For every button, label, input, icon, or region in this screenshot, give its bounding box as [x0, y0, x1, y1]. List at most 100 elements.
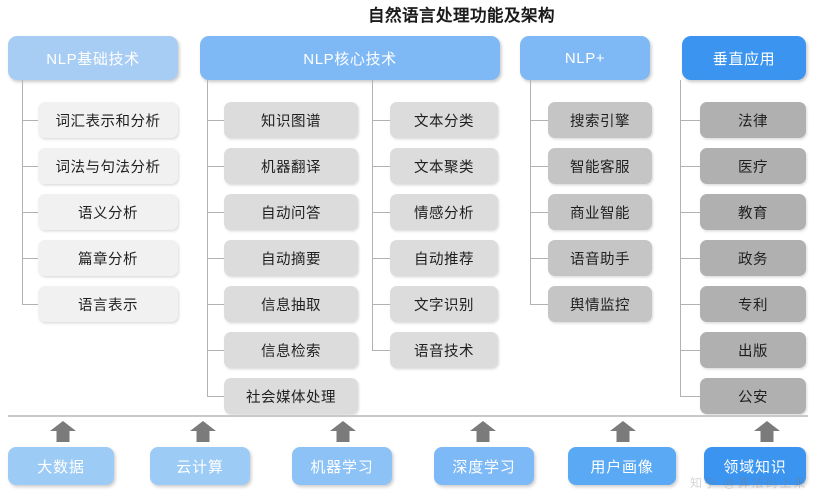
- node-vertical-app-3[interactable]: 政务: [700, 240, 806, 276]
- connector-branch: [680, 304, 700, 305]
- foundation-item-0[interactable]: 大数据: [8, 447, 114, 485]
- node-nlp-core-a-1[interactable]: 机器翻译: [224, 148, 358, 184]
- connector-branch: [207, 304, 224, 305]
- node-label: 智能客服: [570, 159, 630, 176]
- column-header-label: 垂直应用: [712, 50, 776, 68]
- node-vertical-app-0[interactable]: 法律: [700, 102, 806, 138]
- node-label: 法律: [738, 113, 768, 130]
- node-vertical-app-5[interactable]: 出版: [700, 332, 806, 368]
- node-label: 语音助手: [570, 251, 630, 268]
- node-vertical-app-4[interactable]: 专利: [700, 286, 806, 322]
- page-title: 自然语言处理功能及架构: [0, 2, 819, 26]
- connector-trunk-vertical-app: [680, 80, 681, 396]
- node-label: 文本聚类: [414, 159, 474, 176]
- connector-branch: [22, 258, 38, 259]
- node-nlp-core-b-1[interactable]: 文本聚类: [390, 148, 498, 184]
- node-nlp-core-b-4[interactable]: 文字识别: [390, 286, 498, 322]
- foundation-item-label: 领域知识: [723, 458, 787, 476]
- node-nlp-basic-0[interactable]: 词汇表示和分析: [38, 102, 178, 138]
- node-label: 出版: [738, 343, 768, 360]
- node-label: 语音技术: [414, 343, 474, 360]
- node-nlp-basic-1[interactable]: 词法与句法分析: [38, 148, 178, 184]
- node-vertical-app-2[interactable]: 教育: [700, 194, 806, 230]
- node-label: 文本分类: [414, 113, 474, 130]
- connector-branch: [372, 304, 390, 305]
- column-header-nlp-basic[interactable]: NLP基础技术: [8, 36, 178, 80]
- node-nlp-core-a-5[interactable]: 信息检索: [224, 332, 358, 368]
- node-vertical-app-6[interactable]: 公安: [700, 378, 806, 414]
- up-arrow-icon: [754, 421, 780, 442]
- node-label: 公安: [738, 389, 768, 406]
- node-label: 社会媒体处理: [246, 389, 336, 406]
- connector-branch: [680, 396, 700, 397]
- node-label: 情感分析: [414, 205, 474, 222]
- connector-branch: [22, 166, 38, 167]
- up-arrow-icon: [470, 421, 496, 442]
- node-label: 语义分析: [78, 205, 138, 222]
- node-label: 自动问答: [261, 205, 321, 222]
- node-nlp-core-a-2[interactable]: 自动问答: [224, 194, 358, 230]
- node-label: 专利: [738, 297, 768, 314]
- node-label: 搜索引擎: [570, 113, 630, 130]
- connector-branch: [530, 120, 548, 121]
- node-label: 文字识别: [414, 297, 474, 314]
- node-nlp-core-a-6[interactable]: 社会媒体处理: [224, 378, 358, 414]
- foundation-item-3[interactable]: 深度学习: [434, 447, 534, 485]
- node-nlp-plus-0[interactable]: 搜索引擎: [548, 102, 652, 138]
- connector-trunk-nlp-core-b: [372, 80, 373, 350]
- column-header-vertical-app[interactable]: 垂直应用: [682, 36, 806, 80]
- up-arrow-icon: [50, 421, 76, 442]
- node-nlp-core-a-4[interactable]: 信息抽取: [224, 286, 358, 322]
- connector-branch: [207, 120, 224, 121]
- foundation-item-2[interactable]: 机器学习: [292, 447, 392, 485]
- node-label: 信息抽取: [261, 297, 321, 314]
- connector-trunk-nlp-basic: [22, 80, 23, 304]
- foundation-item-1[interactable]: 云计算: [150, 447, 250, 485]
- node-nlp-core-b-2[interactable]: 情感分析: [390, 194, 498, 230]
- up-arrow-icon: [610, 421, 636, 442]
- node-label: 舆情监控: [570, 297, 630, 314]
- connector-branch: [22, 304, 38, 305]
- foundation-item-label: 深度学习: [452, 458, 516, 476]
- watermark: 知乎 @算法码上来: [690, 476, 808, 490]
- node-label: 知识图谱: [261, 113, 321, 130]
- connector-branch: [372, 120, 390, 121]
- node-label: 篇章分析: [78, 251, 138, 268]
- column-header-nlp-plus[interactable]: NLP+: [520, 36, 650, 80]
- connector-trunk-nlp-core-a: [207, 80, 208, 396]
- connector-branch: [22, 120, 38, 121]
- node-nlp-basic-3[interactable]: 篇章分析: [38, 240, 178, 276]
- node-nlp-basic-2[interactable]: 语义分析: [38, 194, 178, 230]
- connector-branch: [207, 258, 224, 259]
- node-label: 自动摘要: [261, 251, 321, 268]
- node-nlp-core-b-3[interactable]: 自动推荐: [390, 240, 498, 276]
- foundation-item-label: 云计算: [176, 458, 224, 476]
- node-label: 词汇表示和分析: [55, 113, 161, 130]
- connector-branch: [372, 258, 390, 259]
- up-arrow-icon: [330, 421, 356, 442]
- connector-branch: [372, 212, 390, 213]
- node-nlp-core-b-5[interactable]: 语音技术: [390, 332, 498, 368]
- foundation-item-4[interactable]: 用户画像: [568, 447, 676, 485]
- node-nlp-core-a-0[interactable]: 知识图谱: [224, 102, 358, 138]
- node-nlp-plus-2[interactable]: 商业智能: [548, 194, 652, 230]
- node-vertical-app-1[interactable]: 医疗: [700, 148, 806, 184]
- node-nlp-core-b-0[interactable]: 文本分类: [390, 102, 498, 138]
- foundation-item-label: 机器学习: [310, 458, 374, 476]
- foundation-item-5[interactable]: 领域知识: [704, 447, 806, 485]
- node-nlp-plus-3[interactable]: 语音助手: [548, 240, 652, 276]
- column-header-nlp-core-a[interactable]: NLP核心技术: [200, 36, 500, 80]
- column-header-label: NLP基础技术: [46, 50, 140, 68]
- node-label: 语言表示: [78, 297, 138, 314]
- node-nlp-basic-4[interactable]: 语言表示: [38, 286, 178, 322]
- connector-branch: [530, 304, 548, 305]
- node-nlp-core-a-3[interactable]: 自动摘要: [224, 240, 358, 276]
- connector-branch: [680, 120, 700, 121]
- node-label: 机器翻译: [261, 159, 321, 176]
- connector-branch: [207, 396, 224, 397]
- node-nlp-plus-1[interactable]: 智能客服: [548, 148, 652, 184]
- foundation-divider: [8, 415, 808, 417]
- node-nlp-plus-4[interactable]: 舆情监控: [548, 286, 652, 322]
- connector-branch: [530, 166, 548, 167]
